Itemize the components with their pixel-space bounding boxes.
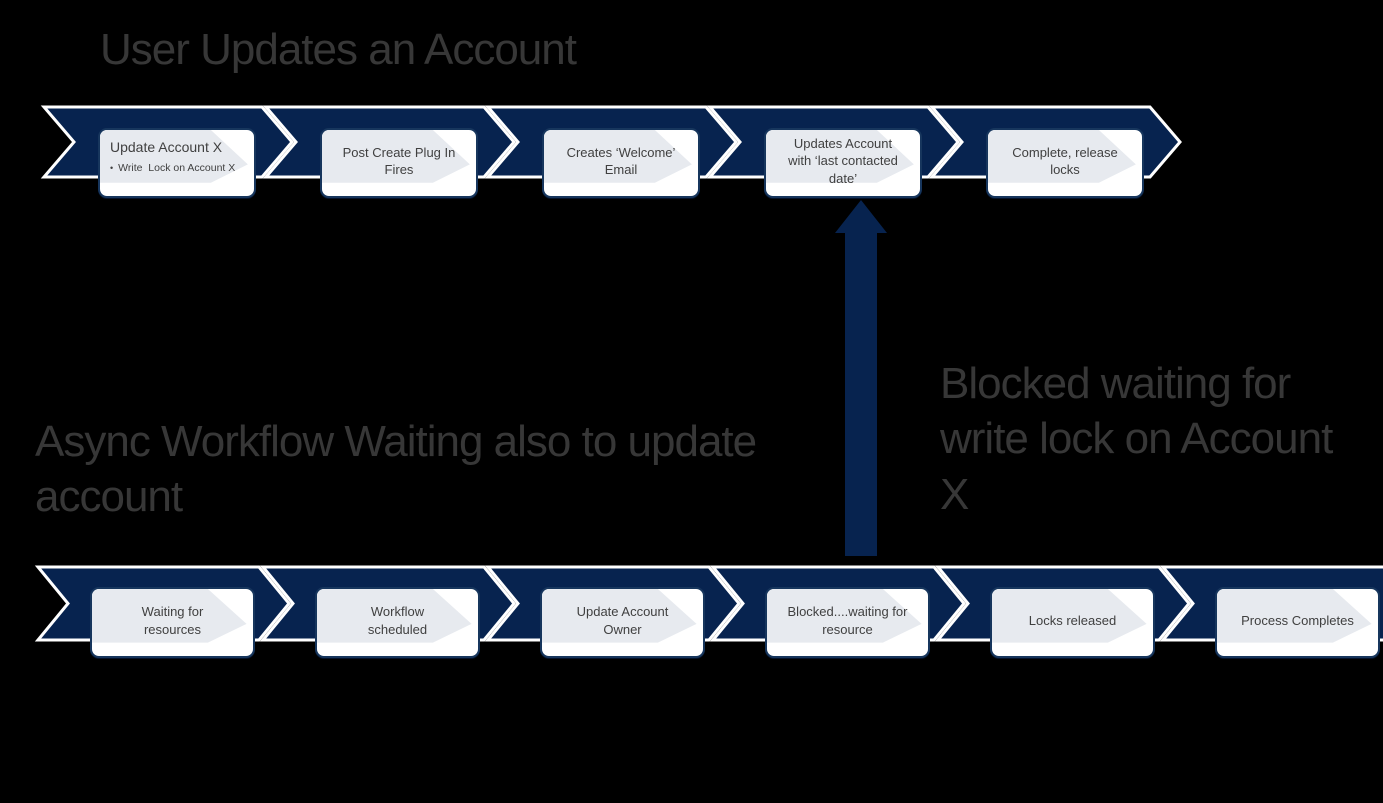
step-label: Post Create Plug In Fires: [342, 144, 456, 177]
step-box-creates-welcome-email: Creates ‘Welcome’ Email: [542, 128, 700, 198]
step-label: Process Completes: [1241, 612, 1354, 628]
step-box-updates-last-contacted: Updates Account with ‘last contacted dat…: [764, 128, 922, 198]
step-label: Waiting for resources: [141, 604, 204, 637]
step-box-workflow-scheduled: Workflow scheduled: [315, 587, 480, 658]
step-label: Workflow scheduled: [367, 604, 428, 637]
step-label: Updates Account with ‘last contacted dat…: [788, 136, 898, 186]
step-label: Complete, release locks: [1012, 144, 1118, 177]
step-box-locks-released: Locks released: [990, 587, 1155, 658]
step-label: Blocked....waiting for resource: [787, 604, 908, 637]
step-box-waiting-for-resources: Waiting for resources: [90, 587, 255, 658]
blocked-annotation: Blocked waiting for write lock on Accoun…: [940, 359, 1333, 519]
bullet-icon: •: [110, 163, 114, 173]
step-box-process-completes: Process Completes: [1215, 587, 1380, 658]
step-label: Update Account X: [110, 139, 223, 155]
step-box-update-account-x: Update Account X • Write Lock on Account…: [98, 128, 256, 198]
step-box-blocked-waiting-resource: Blocked....waiting for resource: [765, 587, 930, 658]
step-label: Locks released: [1028, 612, 1117, 628]
step-box-complete-release-locks: Complete, release locks: [986, 128, 1144, 198]
up-arrow-icon: [835, 200, 887, 556]
step-label: Update Account Owner: [576, 604, 669, 637]
step-box-update-account-owner: Update Account Owner: [540, 587, 705, 658]
step-box-post-create-plugin: Post Create Plug In Fires: [320, 128, 478, 198]
step-label: Creates ‘Welcome’ Email: [566, 144, 676, 177]
step-bullet: • Write Lock on Account X: [110, 162, 236, 174]
bottom-flow-title: Async Workflow Waiting also to update ac…: [35, 417, 757, 522]
top-flow-title: User Updates an Account: [100, 25, 577, 74]
